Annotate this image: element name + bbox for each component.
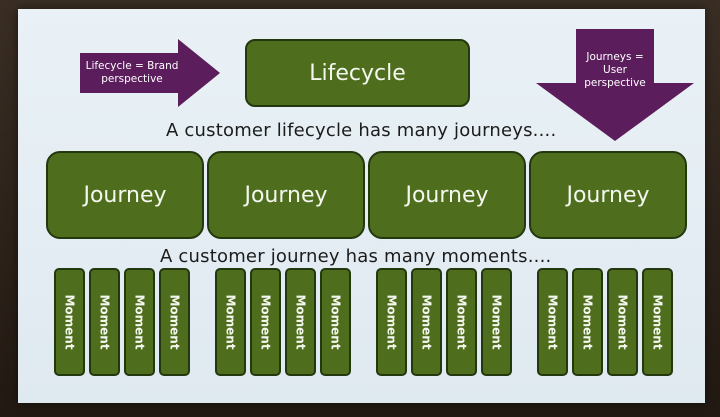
moment-box: Moment bbox=[89, 268, 120, 376]
moment-box: Moment bbox=[411, 268, 442, 376]
moment-label: Moment bbox=[328, 294, 343, 350]
user-label-line3: perspective bbox=[584, 77, 646, 89]
lifecycle-label: Lifecycle bbox=[309, 60, 406, 86]
journey-label: Journey bbox=[83, 182, 167, 208]
down-arrow-icon bbox=[536, 29, 694, 141]
right-arrow-icon bbox=[80, 39, 220, 107]
journey-caption: A customer journey has many moments.... bbox=[160, 246, 552, 267]
moment-label: Moment bbox=[650, 294, 665, 350]
user-label-line1: Journeys = bbox=[586, 51, 644, 63]
user-perspective-label: Journeys = User perspective bbox=[573, 51, 657, 90]
journey-label: Journey bbox=[244, 182, 328, 208]
moment-box: Moment bbox=[642, 268, 673, 376]
moment-label: Moment bbox=[258, 294, 273, 350]
journey-box: Journey bbox=[529, 151, 687, 239]
brand-label-line1: Lifecycle = Brand bbox=[85, 60, 179, 72]
journey-label: Journey bbox=[405, 182, 489, 208]
moment-box: Moment bbox=[54, 268, 85, 376]
journey-box: Journey bbox=[46, 151, 204, 239]
moment-box: Moment bbox=[215, 268, 246, 376]
moment-label: Moment bbox=[293, 294, 308, 350]
moment-box: Moment bbox=[320, 268, 351, 376]
moment-box: Moment bbox=[572, 268, 603, 376]
moment-label: Moment bbox=[489, 294, 504, 350]
brand-label-line2: perspective bbox=[101, 73, 163, 85]
moment-box: Moment bbox=[537, 268, 568, 376]
moment-label: Moment bbox=[545, 294, 560, 350]
moment-box: Moment bbox=[607, 268, 638, 376]
lifecycle-caption: A customer lifecycle has many journeys..… bbox=[166, 120, 557, 141]
journey-box: Journey bbox=[207, 151, 365, 239]
moment-box: Moment bbox=[250, 268, 281, 376]
slide: Lifecycle = Brand perspective Lifecycle … bbox=[18, 9, 705, 403]
journey-label: Journey bbox=[566, 182, 650, 208]
moment-label: Moment bbox=[580, 294, 595, 350]
moment-label: Moment bbox=[223, 294, 238, 350]
moment-label: Moment bbox=[167, 294, 182, 350]
moment-box: Moment bbox=[159, 268, 190, 376]
moment-box: Moment bbox=[376, 268, 407, 376]
moment-label: Moment bbox=[97, 294, 112, 350]
moment-label: Moment bbox=[384, 294, 399, 350]
moment-label: Moment bbox=[419, 294, 434, 350]
moment-box: Moment bbox=[481, 268, 512, 376]
moment-box: Moment bbox=[446, 268, 477, 376]
moment-label: Moment bbox=[615, 294, 630, 350]
moment-label: Moment bbox=[454, 294, 469, 350]
moment-label: Moment bbox=[132, 294, 147, 350]
journey-box: Journey bbox=[368, 151, 526, 239]
moment-box: Moment bbox=[285, 268, 316, 376]
brand-perspective-label: Lifecycle = Brand perspective bbox=[84, 60, 180, 86]
user-label-line2: User bbox=[603, 64, 627, 76]
moment-label: Moment bbox=[62, 294, 77, 350]
lifecycle-box: Lifecycle bbox=[245, 39, 470, 107]
moment-box: Moment bbox=[124, 268, 155, 376]
